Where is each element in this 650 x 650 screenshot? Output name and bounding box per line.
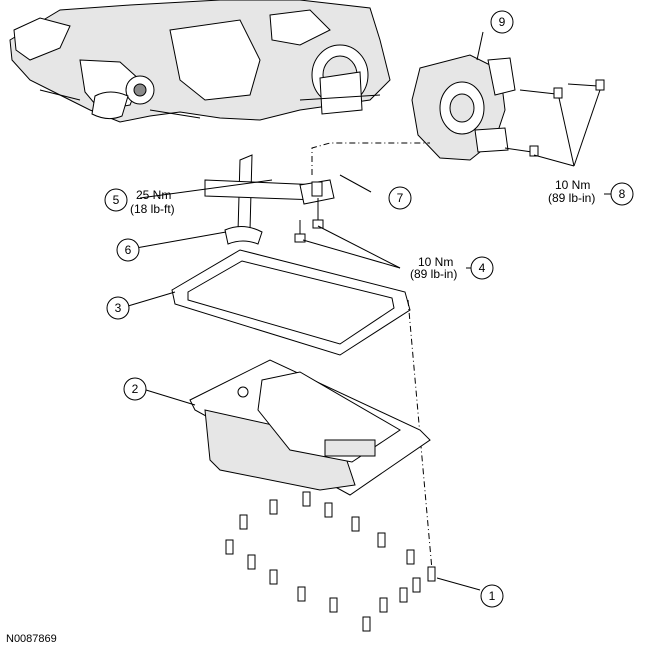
callout-1-number: 1 [489, 589, 496, 603]
torque-item8-nm: 10 Nm [555, 178, 590, 192]
torque-spec-item5: 25 Nm (18 lb-ft) [130, 188, 175, 216]
oil-pump-bolts [504, 79, 605, 157]
callout-2-number: 2 [132, 382, 139, 396]
callout-3: 3 [106, 296, 130, 320]
callout-9-number: 9 [499, 15, 506, 29]
callout-5: 5 [104, 188, 128, 212]
oil-pump-illustration [411, 54, 516, 161]
torque-spec-item8: 10 Nm (89 lb-in) [548, 178, 611, 205]
callout-1: 1 [480, 584, 504, 608]
callout-8: 8 [610, 182, 634, 206]
oil-pickup-tube [204, 154, 335, 245]
callout-3-number: 3 [115, 301, 122, 315]
callout-8-number: 8 [619, 187, 626, 201]
torque-item4-imperial: (89 lb-in) [410, 267, 457, 281]
torque-item5-nm: 25 Nm [136, 188, 171, 202]
callout-6-number: 6 [125, 243, 132, 257]
oil-pan-gasket [171, 249, 411, 356]
callout-2: 2 [123, 377, 147, 401]
torque-spec-item4: 10 Nm (89 lb-in) [410, 255, 471, 281]
torque-item5-imperial: (18 lb-ft) [130, 202, 175, 216]
figure-id: N0087869 [6, 633, 57, 645]
torque-item8-imperial: (89 lb-in) [548, 191, 595, 205]
torque-item4-nm: 10 Nm [418, 255, 453, 269]
engine-block-illustration [9, 0, 391, 123]
callout-6: 6 [116, 238, 140, 262]
callout-4-number: 4 [479, 261, 486, 275]
callout-7: 7 [388, 186, 412, 210]
callout-7-number: 7 [397, 191, 404, 205]
pickup-path-line [311, 142, 430, 175]
callout-4: 4 [470, 256, 494, 280]
leader-lines [127, 31, 601, 591]
oil-pan-bolts [225, 491, 436, 632]
callout-9: 9 [490, 10, 514, 34]
callout-5-number: 5 [113, 193, 120, 207]
oil-pan [189, 359, 431, 496]
